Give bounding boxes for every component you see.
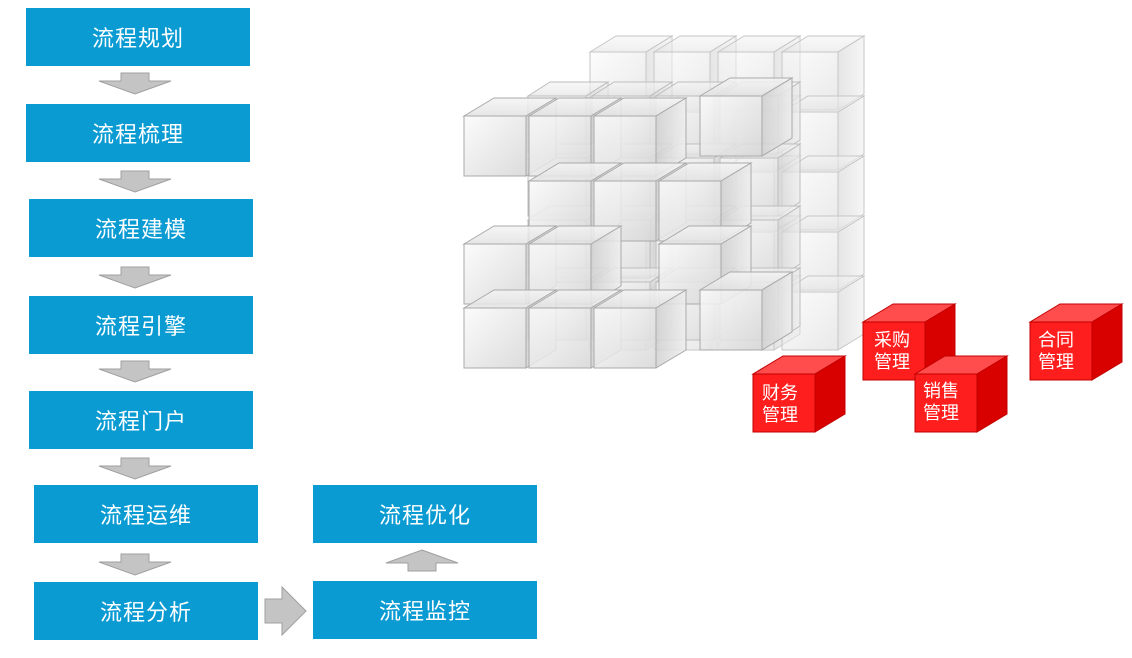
cube-block xyxy=(527,225,623,305)
step-engine: 流程引擎 xyxy=(29,296,253,354)
purchase-module-label: 采购管理 xyxy=(874,330,910,373)
cube-block xyxy=(913,355,1009,433)
contract-module-label: 合同管理 xyxy=(1038,330,1074,373)
sales-module-label: 销售管理 xyxy=(923,381,959,424)
cube-block xyxy=(1028,303,1124,381)
cube-block xyxy=(698,77,794,157)
cube-block xyxy=(657,162,753,242)
step-monitoring: 流程监控 xyxy=(313,581,537,639)
down-arrow-icon xyxy=(98,457,172,480)
step-portal: 流程门户 xyxy=(29,391,253,449)
step-operations: 流程运维 xyxy=(34,485,258,543)
step-modeling: 流程建模 xyxy=(29,199,253,257)
step-planning: 流程规划 xyxy=(26,8,250,66)
cube-block xyxy=(698,271,794,351)
cube-block xyxy=(751,355,847,433)
down-arrow-icon xyxy=(98,360,172,383)
cube-block xyxy=(592,289,688,369)
right-arrow-icon xyxy=(264,585,307,637)
down-arrow-icon xyxy=(98,72,172,95)
step-analysis: 流程分析 xyxy=(34,582,258,640)
cube-block xyxy=(592,97,688,177)
up-arrow-icon xyxy=(385,549,459,572)
down-arrow-icon xyxy=(98,170,172,193)
step-sorting: 流程梳理 xyxy=(26,104,250,162)
finance-module-label: 财务管理 xyxy=(762,383,798,426)
down-arrow-icon xyxy=(98,266,172,289)
down-arrow-icon xyxy=(98,553,172,576)
step-optimization: 流程优化 xyxy=(313,485,537,543)
